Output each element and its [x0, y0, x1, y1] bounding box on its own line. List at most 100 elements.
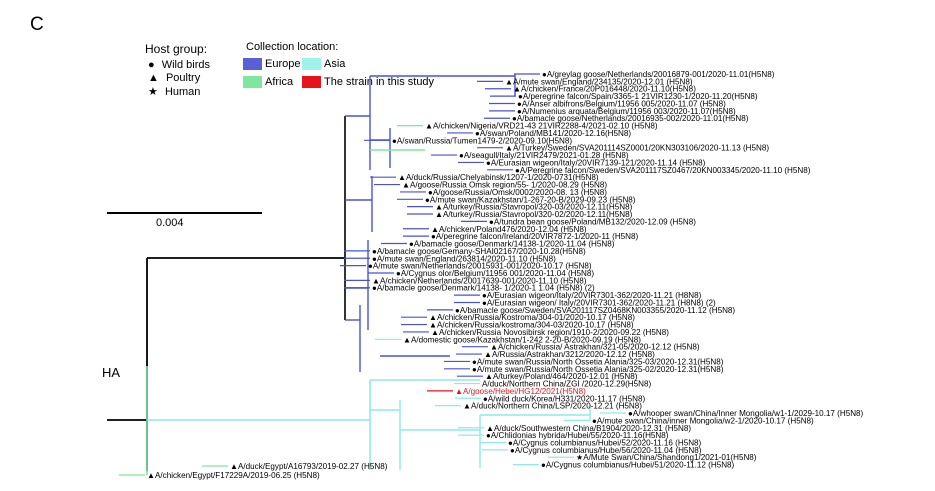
triangle-icon: ▲	[148, 72, 159, 84]
leaf-label: ●A/mute swan/Netherlands/20015931-001/20…	[368, 262, 592, 271]
leaf-label: ●A/mute swan/Russia/North Ossetia Alania…	[472, 365, 724, 374]
tree-leaf: ●A/Cygnus columbianus/Hubei/52/2020-11.1…	[480, 439, 702, 448]
leaf-label: ●A/whooper swan/China/Inner Mongolia/w1-…	[628, 409, 864, 418]
leaf-label: ●A/seagull/Italy/21VIR2479/2021-01.28 (H…	[459, 151, 629, 160]
legend-location-asia: Asia	[324, 58, 346, 70]
tree-leaf: ▲A/duck/Southwestern China/B1904/2020-12…	[458, 424, 691, 433]
leaf-label: ●A/Cygnus columbianus/Hube/56/2020-11.04…	[510, 446, 702, 455]
legend-location-africa: Africa	[265, 76, 294, 88]
leaf-label: ▲A/domestic goose/Kazakhstan/1-242 2-20-…	[403, 335, 641, 344]
leaf-label: ▲A/chicken/Russia Novosibirsk region/191…	[431, 328, 669, 337]
leaf-label: ●A/goose/Russia/Omsk/0002/2020-08. 13 (H…	[428, 188, 607, 197]
leaf-label: ▲A/mute swan/England/234135/2020-12.01 (…	[505, 77, 693, 86]
tree-leaf: ▲A/chicken/Russia Novosibirsk region/191…	[403, 328, 669, 337]
leaf-label: ●A/greylag goose/Netherlands/20016879-00…	[542, 70, 775, 79]
leaf-label: ●A/Eurasian wigeon/ Italy/20VIR7301-362/…	[482, 298, 716, 307]
tree-leaf: ●A/goose/Russia/Omsk/0002/2020-08. 13 (H…	[400, 188, 607, 197]
leaf-label: ▲A/turkey/Russia/Stavropol/320-02/2020-1…	[435, 210, 633, 219]
gene-label: HA	[102, 365, 121, 380]
tree-leaf: ●A/Cygnus olor/Belgium/11956 001/2020-11…	[368, 269, 594, 278]
tree-leaf: ●A/whooper swan/China/Inner Mongolia/w1-…	[600, 409, 864, 418]
tree-leaf: ●A/bamacle goose/Netherlands/20016935-00…	[484, 114, 749, 123]
tree-leaf: ●A/Eurasian wigeon/Italy/20VIR7139-121/2…	[458, 158, 706, 167]
leaf-label: ●A/Peregrine falcon/Sweden/SVA201117SZ04…	[515, 166, 811, 175]
tree-leaf: ●A/bamacle goose/Denmark/14138-1/2020-11…	[381, 240, 615, 249]
tree-leaf: ●A/tundra bean goose/Poland/MB132/2020-1…	[461, 217, 696, 226]
tree-leaf: ●A/Anser albifrons/Belgium/11956 005/202…	[489, 99, 726, 108]
tree-leaf: ▲A/chicken/Poland476/2020-12.04 (H5N8)	[403, 225, 587, 234]
legend-host-label: Human	[164, 86, 201, 98]
leaf-label: ▲A/chicken/Netherlands/20017639-001/2020…	[372, 276, 587, 285]
tree-leaf: ▲A/chicken/Netherlands/20017639-001/2020…	[344, 276, 587, 285]
tree-leaf: ▲A/goose/Hebei/HG12/2021(H5N8)	[427, 387, 586, 396]
tree-leaf: ●A/swan/Russia/Tumen1479-2/2020-09.10(H5…	[364, 136, 572, 145]
collection-location-title: Collection location:	[246, 41, 339, 53]
leaf-label: ●A/tundra bean goose/Poland/MB132/2020-1…	[489, 217, 696, 226]
tree-leaf: ▲A/turkey/Poland/464/2020-12.01 (H5N8)	[457, 372, 638, 381]
leaf-label: ●A/Cygnus columbianus/Hubei/52/2020-11.1…	[508, 439, 702, 448]
tree-leaf: ●A/wild duck/Korea/H331/2020-11.17 (H5N8…	[455, 394, 646, 403]
tree-leaf: ●A/peregrine falcon/Spain/3365-1 21VIR12…	[490, 92, 758, 101]
tree-leaf: ●A/mute swan/Netherlands/20015931-001/20…	[340, 262, 592, 271]
study-strain-label: ▲A/goose/Hebei/HG12/2021(H5N8)	[455, 387, 586, 396]
legend-host-wild-birds: ● Wild birds	[148, 59, 210, 71]
leaf-label: ●A/peregrine falcon/Spain/3365-1 21VIR12…	[518, 92, 758, 101]
tree-leaf: ●A/Cygnus columbianus/Hube/56/2020-11.04…	[482, 446, 702, 455]
leaf-label: ●A/Numenius arquata/Belgium/11956 003/20…	[517, 107, 736, 116]
tree-leaf: ▲A/chicken/Russia/ Astrakhan/321-05/2020…	[462, 343, 700, 352]
leaf-label: ●A/swan/Russia/Tumen1479-2/2020-09.10(H5…	[392, 136, 572, 145]
leaf-label: ●A/mute swan/England/263814/2020-11.10 (…	[372, 254, 556, 263]
legend-host-human: ★ Human	[148, 85, 200, 98]
tree-leaf: ●A/peregrine falcon/Ireland/20VIR7872-1/…	[403, 232, 639, 241]
leaf-label: ▲A/chicken/Russia/ Astrakhan/321-05/2020…	[490, 343, 700, 352]
scale-bar-label: 0.004	[156, 217, 184, 229]
leaf-label: ●A/peregrine falcon/Ireland/20VIR7872-1/…	[431, 232, 639, 241]
leaf-label: ▲A/chicken/France/20P016448/2020-11.10(H…	[513, 85, 696, 94]
circle-icon: ●	[148, 59, 155, 71]
leaf-label: ▲A/Turkey/Sweden/SVA201114SZ0001/20KN303…	[505, 144, 769, 153]
leaf-label: ●A/Eurasian wigeon/Italy/20VIR7301-362/2…	[482, 291, 702, 300]
leaf-label: ▲A/chicken/Poland476/2020-12.04 (H5N8)	[431, 225, 587, 234]
leaf-label: ★A/Mute Swan/China/Shandong1/2021-01(H5N…	[576, 453, 757, 462]
leaf-label: ●A/bamacle goose/Sweden/SVA201117SZ0468K…	[455, 306, 735, 315]
leaf-label: ▲A/chicken/Egypt/F17229A/2019-06.25 (H5N…	[147, 471, 320, 480]
leaf-label: ▲A/chicken/Russia/Kostroma/304-01/2020-1…	[429, 313, 635, 322]
tree-leaf: ▲A/chicken/Russia/kostroma/304-03/2020-1…	[401, 321, 634, 330]
tree-leaf: ●A/swan/Poland/MB141/2020-12.16(H5N8)	[447, 129, 631, 138]
leaf-label: ●A/Chlidonias hybrida/Hubei/55/2020-11.1…	[486, 431, 669, 440]
scale-bar	[107, 212, 262, 214]
leaf-label: ▲A/duck/Northern China/LSP/2020-12.21 (H…	[463, 402, 642, 411]
tree-leaf: ▲A/domestic goose/Kazakhstan/1-242 2-20-…	[375, 335, 641, 344]
tree-leaf: ●A/Eurasian wigeon/ Italy/20VIR7301-362/…	[454, 298, 716, 307]
tree-leaf: ●A/Cygnus columbianus/Hubei/51/2020-11.1…	[513, 461, 735, 470]
leaf-label: ●A/bamacle goose/Denmark/14138- 1/2020-1…	[372, 284, 595, 293]
tree-leaf: ●A/mute swan/Russia/North Ossetia Alania…	[444, 357, 724, 366]
tree-leaf: ▲A/duck/Northern China/LSP/2020-12.21 (H…	[435, 402, 642, 411]
leaf-label: ▲A/duck/Russia/Chelyabinsk/1207-1/2020-0…	[398, 173, 599, 182]
tree-leaf: ★A/Mute Swan/China/Shandong1/2021-01(H5N…	[548, 453, 757, 462]
tree-leaf: ▲A/mute swan/England/234135/2020-12.01 (…	[477, 77, 693, 86]
asia-swatch	[302, 58, 321, 70]
tree-leaf: ▲A/chicken/France/20P016448/2020-11.10(H…	[485, 85, 696, 94]
leaf-label: ●A/mute swan/Russia/North Ossetia Alania…	[472, 357, 724, 366]
legend-location-study: The strain in this study	[324, 76, 435, 88]
leaf-label: ▲A/goose/Russia Omsk region/55- 1/2020-0…	[402, 181, 607, 190]
leaf-label: ●A/Cygnus olor/Belgium/11956 001/2020-11…	[396, 269, 594, 278]
tree-leaf: ▲A/goose/Russia Omsk region/55- 1/2020-0…	[374, 181, 607, 190]
leaf-label: ▲A/turkey/Poland/464/2020-12.01 (H5N8)	[485, 372, 638, 381]
leaf-label: ●A/Cygnus columbianus/Hubei/51/2020-11.1…	[541, 461, 735, 470]
tree-leaf: ▲A/duck/Russia/Chelyabinsk/1207-1/2020-0…	[370, 173, 599, 182]
tree-leaf: ●A/bamacle goose/Denmark/14138- 1/2020-1…	[344, 284, 595, 293]
leaf-label: ▲A/duck/Egypt/A16793/2019-02.27 (H5N8)	[230, 462, 388, 471]
tree-leaf: ●A/mute swan/China/inner Mongolia/w2-1/2…	[564, 416, 814, 425]
tree-leaf: ▲A/Turkey/Sweden/SVA201114SZ0001/20KN303…	[477, 144, 769, 153]
tree-leaf: ●A/Chlidonias hybrida/Hubei/55/2020-11.1…	[458, 431, 669, 440]
leaf-label: ▲A/turkey/Russia/Stavropol/320-03/2020-1…	[435, 203, 633, 212]
tree-leaf: ▲A/Russia/Astrakhan/3212/2020-12.12 (H5N…	[456, 350, 655, 359]
leaf-label: ●A/bamacle goose/Denmark/14138-1/2020-11…	[409, 240, 615, 249]
tree-leaf: ▲A/duck/Egypt/A16793/2019-02.27 (H5N8)	[202, 462, 388, 471]
africa-swatch	[243, 76, 262, 88]
tree-leaf: ●A/Peregrine falcon/Sweden/SVA201117SZ04…	[487, 166, 811, 175]
europe-swatch	[243, 58, 262, 70]
